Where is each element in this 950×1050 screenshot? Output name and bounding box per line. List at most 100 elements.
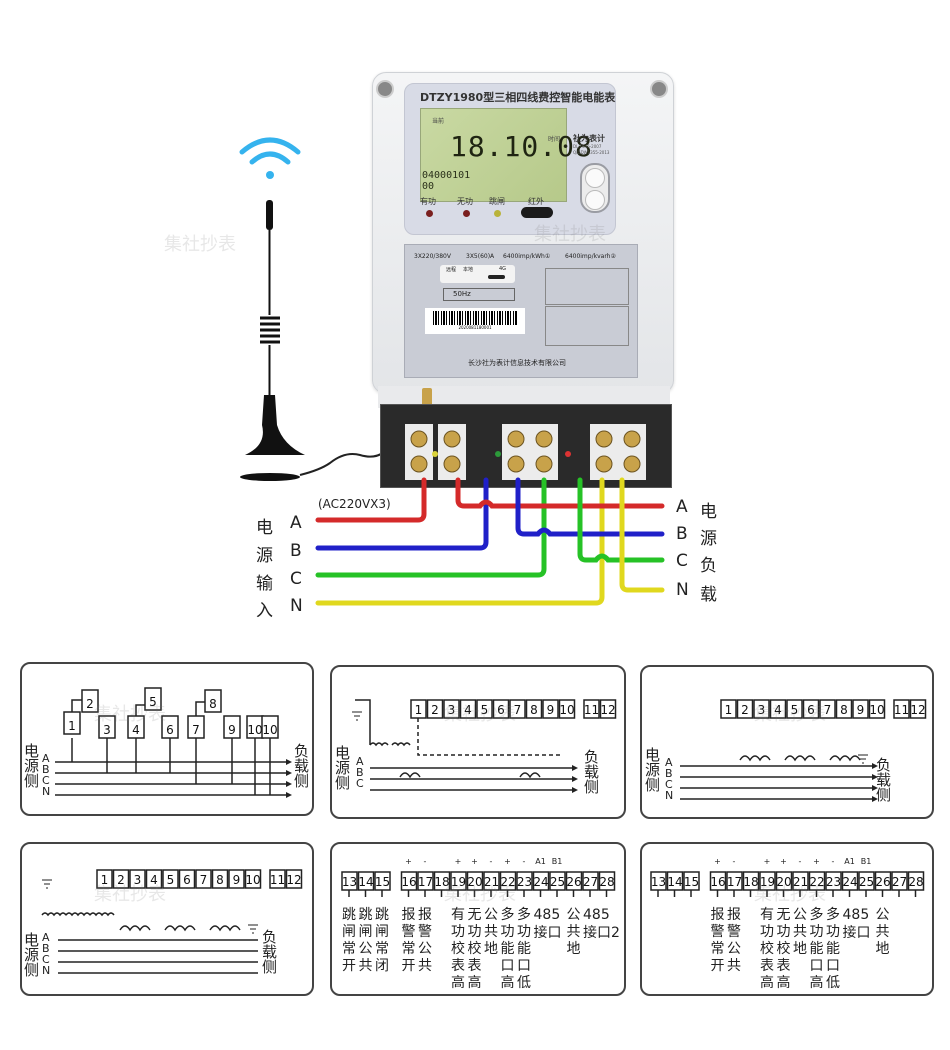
screw-icon [443, 455, 461, 473]
terminal-box-label: 18 [743, 875, 758, 889]
arrow-icon [872, 763, 878, 769]
ground-icon [248, 924, 258, 934]
terminal-box [144, 687, 162, 711]
polarity-mark: - [832, 857, 835, 866]
indicator-label-trip: 跳闸 [489, 197, 505, 206]
terminal-box-label: 25 [550, 875, 565, 889]
aux-label: 共 [484, 924, 498, 940]
wire-b-in [315, 477, 489, 551]
aux-label: 共 [359, 958, 373, 974]
aux-label: 共 [876, 924, 890, 940]
terminal-box-label: 4 [774, 703, 782, 717]
terminal-box-label: 9 [233, 873, 241, 887]
terminal-box [112, 869, 130, 889]
aux-label: 校 [451, 940, 465, 957]
polarity-mark: + [471, 857, 478, 866]
terminal-box-label: 7 [200, 873, 208, 887]
terminal-box [204, 689, 222, 713]
polarity-mark: - [424, 857, 427, 866]
ground-icon [352, 711, 362, 721]
terminal-box-label: 20 [467, 875, 482, 889]
load-side-label: 侧 [294, 772, 309, 790]
terminal-box [178, 869, 196, 889]
aux-label: 表 [451, 958, 465, 974]
aux-label: 闸 [375, 924, 389, 940]
page-down-button[interactable] [585, 190, 605, 210]
polarity-mark: - [733, 857, 736, 866]
terminal-box [736, 699, 754, 719]
aux-label: 表 [760, 958, 774, 974]
source-side-label: 电 [24, 742, 39, 760]
aux-label: 功 [777, 924, 791, 940]
screw-icon [443, 430, 461, 448]
terminal-box-label: 2 [741, 703, 749, 717]
aux-label: 共 [727, 958, 741, 974]
phase-b-in-label: B [290, 541, 302, 561]
ir-label: 红外 [528, 197, 544, 206]
source-label-2: 源 [256, 546, 273, 566]
terminal-box-label: 1 [725, 703, 733, 717]
watermark: 集社抄表 [754, 704, 826, 725]
polarity-mark: B1 [861, 857, 872, 866]
terminal-box-label: 17 [418, 875, 433, 889]
arrow-icon [572, 765, 578, 771]
aux-label: 公 [793, 907, 807, 923]
constant-reactive: 6400imp/kvarh② [565, 253, 616, 260]
terminal-box-label: 21 [484, 875, 499, 889]
aux-label: 能 [810, 941, 824, 957]
source-side-label: 电 [24, 931, 39, 949]
polarity-mark: B1 [552, 857, 563, 866]
aux-label: 公 [727, 941, 741, 957]
aux-label: 接口 [534, 924, 562, 941]
lcd-display [420, 108, 567, 202]
terminal-box-label: 13 [342, 875, 357, 889]
frequency: 50Hz [453, 290, 471, 298]
page-up-button[interactable] [585, 168, 605, 188]
aux-label: 公 [359, 941, 373, 957]
manufacturer: 长沙社为表计信息技术有限公司 [468, 359, 566, 367]
aux-label: 能 [517, 941, 531, 957]
aux-label: 口 [517, 958, 531, 974]
terminal-box-label: 1 [415, 703, 423, 717]
load-side-label: 载 [294, 757, 309, 775]
terminal-box-label: 13 [651, 875, 666, 889]
terminal-box-label: 17 [727, 875, 742, 889]
display-buttons[interactable] [580, 163, 610, 213]
terminal-box-label: 10 [262, 723, 277, 737]
load-side-label: 载 [876, 771, 891, 789]
terminal-box-label: 6 [166, 723, 174, 737]
aux-label: 多 [501, 906, 515, 923]
terminal-box [211, 869, 229, 889]
terminal-box-label: 14 [667, 875, 682, 889]
screw-icon [410, 430, 428, 448]
aux-label: 闸 [359, 924, 373, 940]
aux-label: 报 [711, 907, 725, 923]
phase-letter: B [42, 942, 50, 955]
aux-label: 能 [501, 941, 515, 957]
aux-label: 闭 [375, 958, 389, 974]
screw-icon [507, 430, 525, 448]
terminal-box-label: 5 [167, 873, 175, 887]
terminal-box [893, 699, 910, 719]
aux-label: 接口2 [583, 924, 620, 941]
phase-a-out-label: A [676, 497, 688, 517]
meter-model-title: DTZY1980型三相四线费控智能电能表 [420, 91, 616, 104]
ground-icon [42, 879, 52, 889]
wire-c-out [577, 477, 665, 563]
mini-wiring-diagram [545, 306, 629, 346]
aux-label: 警 [711, 924, 725, 940]
load-side-label: 负 [294, 742, 309, 760]
comm-local: 本地 [463, 267, 474, 273]
terminal-box-label: 1 [101, 873, 109, 887]
pt-coil-icon [369, 742, 411, 747]
terminal-box-label: 15 [684, 875, 699, 889]
phase-letter: A [356, 755, 364, 768]
ground-icon [858, 754, 868, 764]
source-label-4: 入 [256, 601, 273, 621]
aux-label: 功 [810, 924, 824, 940]
polarity-mark: - [799, 857, 802, 866]
wire-a-in [315, 477, 427, 523]
indicator-label-reactive: 无功 [457, 197, 473, 206]
terminal-box [583, 699, 600, 719]
